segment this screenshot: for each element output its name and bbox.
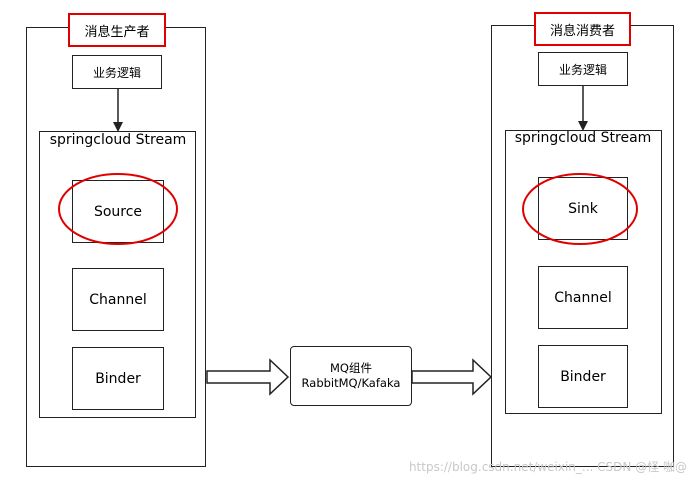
mq-line-1: MQ组件 (330, 361, 372, 375)
mq-line-2: RabbitMQ/Kafaka (301, 376, 401, 390)
mq-to-consumer-arrow (411, 358, 493, 396)
consumer-channel-box: Channel (538, 266, 628, 329)
producer-business-logic: 业务逻辑 (72, 55, 162, 89)
watermark-text: https://blog.csdn.net/weixin_... CSDN @怪… (408, 460, 687, 474)
producer-to-mq-arrow (206, 358, 290, 396)
sink-highlight-ellipse (522, 173, 638, 245)
producer-stream-label: springcloud Stream (49, 132, 187, 148)
producer-source-box: Source (72, 180, 164, 243)
consumer-sink-box: Sink (538, 177, 628, 240)
consumer-title: 消息消费者 (534, 12, 631, 46)
consumer-stream-label: springcloud Stream (514, 130, 652, 146)
source-highlight-ellipse (58, 173, 178, 245)
consumer-binder-box: Binder (538, 345, 628, 408)
producer-channel-box: Channel (72, 268, 164, 331)
producer-binder-box: Binder (72, 347, 164, 410)
producer-title: 消息生产者 (68, 13, 166, 47)
consumer-business-logic: 业务逻辑 (538, 52, 628, 86)
